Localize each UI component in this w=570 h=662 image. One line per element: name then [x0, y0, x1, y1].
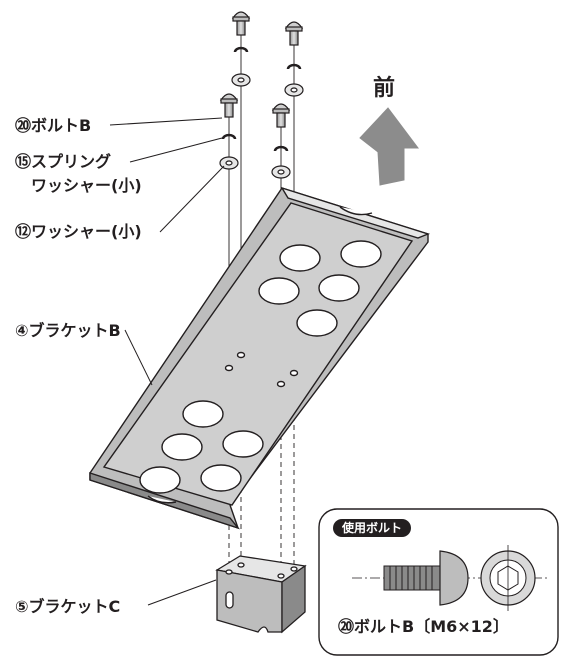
bolt-stack-front-right: [271, 103, 291, 179]
leader-lines: [109, 117, 225, 606]
bracket-c-shape: [215, 555, 307, 634]
bolt-spec-label: ⑳ボルトB〔M6×12〕: [338, 617, 509, 636]
front-direction-label: 前: [373, 76, 396, 101]
bolt-stack-front-left: [219, 93, 239, 170]
bolt-used-badge: 使用ボルト: [333, 519, 412, 537]
front-arrow: [359, 107, 419, 186]
bolt-stack-back-right: [284, 21, 304, 97]
bracket-b-shape: [89, 186, 431, 530]
bolt-b-callout: ⑳ボルトB: [15, 116, 92, 135]
spring-washer-callout-line2: ワッシャー(小): [31, 176, 142, 195]
bracket-b-callout: ④ブラケットB: [15, 321, 121, 340]
bolt-stack-back-left: [231, 11, 251, 87]
bolt-spec-inset: [318, 508, 559, 656]
spring-washer-callout-line1: ⑮スプリング: [15, 152, 112, 171]
bracket-c-callout: ⑤ブラケットC: [15, 597, 121, 616]
washer-small-callout: ⑫ワッシャー(小): [15, 222, 142, 241]
